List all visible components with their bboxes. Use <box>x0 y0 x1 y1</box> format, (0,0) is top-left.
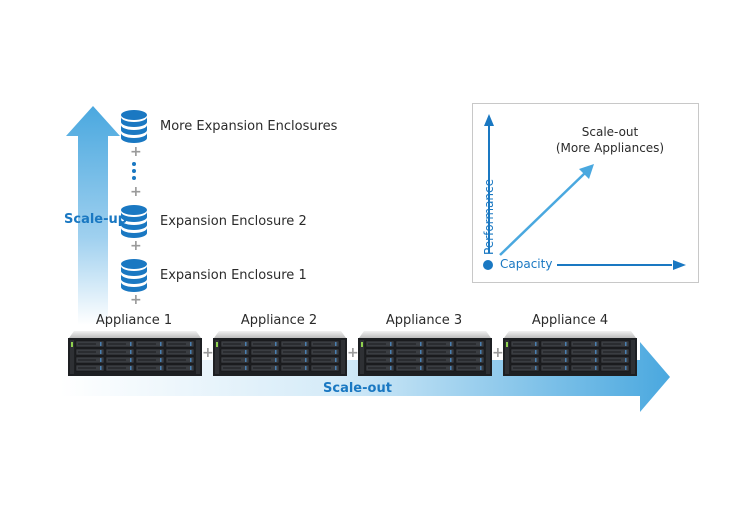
database-icon <box>121 110 147 143</box>
scale-up-arrow <box>66 106 120 325</box>
server-rack-icon <box>503 331 637 376</box>
scale-out-label: Scale-out <box>323 381 392 396</box>
server-rack-icon <box>213 331 347 376</box>
inset-title-line1: Scale-out <box>581 125 639 139</box>
plus-connector: + <box>130 144 142 160</box>
plus-connector: + <box>130 238 142 254</box>
plus-connector: + <box>202 345 214 361</box>
appliance-1-label: Appliance 1 <box>95 313 173 328</box>
plus-connector: + <box>347 345 359 361</box>
inset-chart-box <box>472 103 699 283</box>
appliance-3-label: Appliance 3 <box>385 313 463 328</box>
appliance-4-label: Appliance 4 <box>531 313 609 328</box>
server-rack-icon <box>68 331 202 376</box>
inset-y-axis-label: Performance <box>482 178 496 256</box>
plus-connector: + <box>492 345 504 361</box>
server-rack-icon <box>358 331 492 376</box>
enclosure-1 <box>120 259 148 297</box>
database-icon <box>121 205 147 238</box>
enclosure-more-label: More Expansion Enclosures <box>160 119 338 134</box>
inset-x-axis-label: Capacity <box>500 257 553 271</box>
inset-title-line2: (More Appliances) <box>555 141 665 155</box>
enclosure-1-label: Expansion Enclosure 1 <box>160 268 307 283</box>
plus-connector: + <box>130 184 142 200</box>
scale-up-label: Scale-up <box>64 212 128 227</box>
ellipsis-dots <box>132 162 136 180</box>
database-icon <box>121 259 147 292</box>
plus-connector: + <box>130 292 142 308</box>
enclosure-more <box>120 110 148 148</box>
inset-chart-arrows <box>483 114 686 270</box>
enclosure-2 <box>120 205 148 243</box>
appliance-2-label: Appliance 2 <box>240 313 318 328</box>
scale-out-arrow <box>60 342 670 412</box>
enclosure-2-label: Expansion Enclosure 2 <box>160 214 307 229</box>
